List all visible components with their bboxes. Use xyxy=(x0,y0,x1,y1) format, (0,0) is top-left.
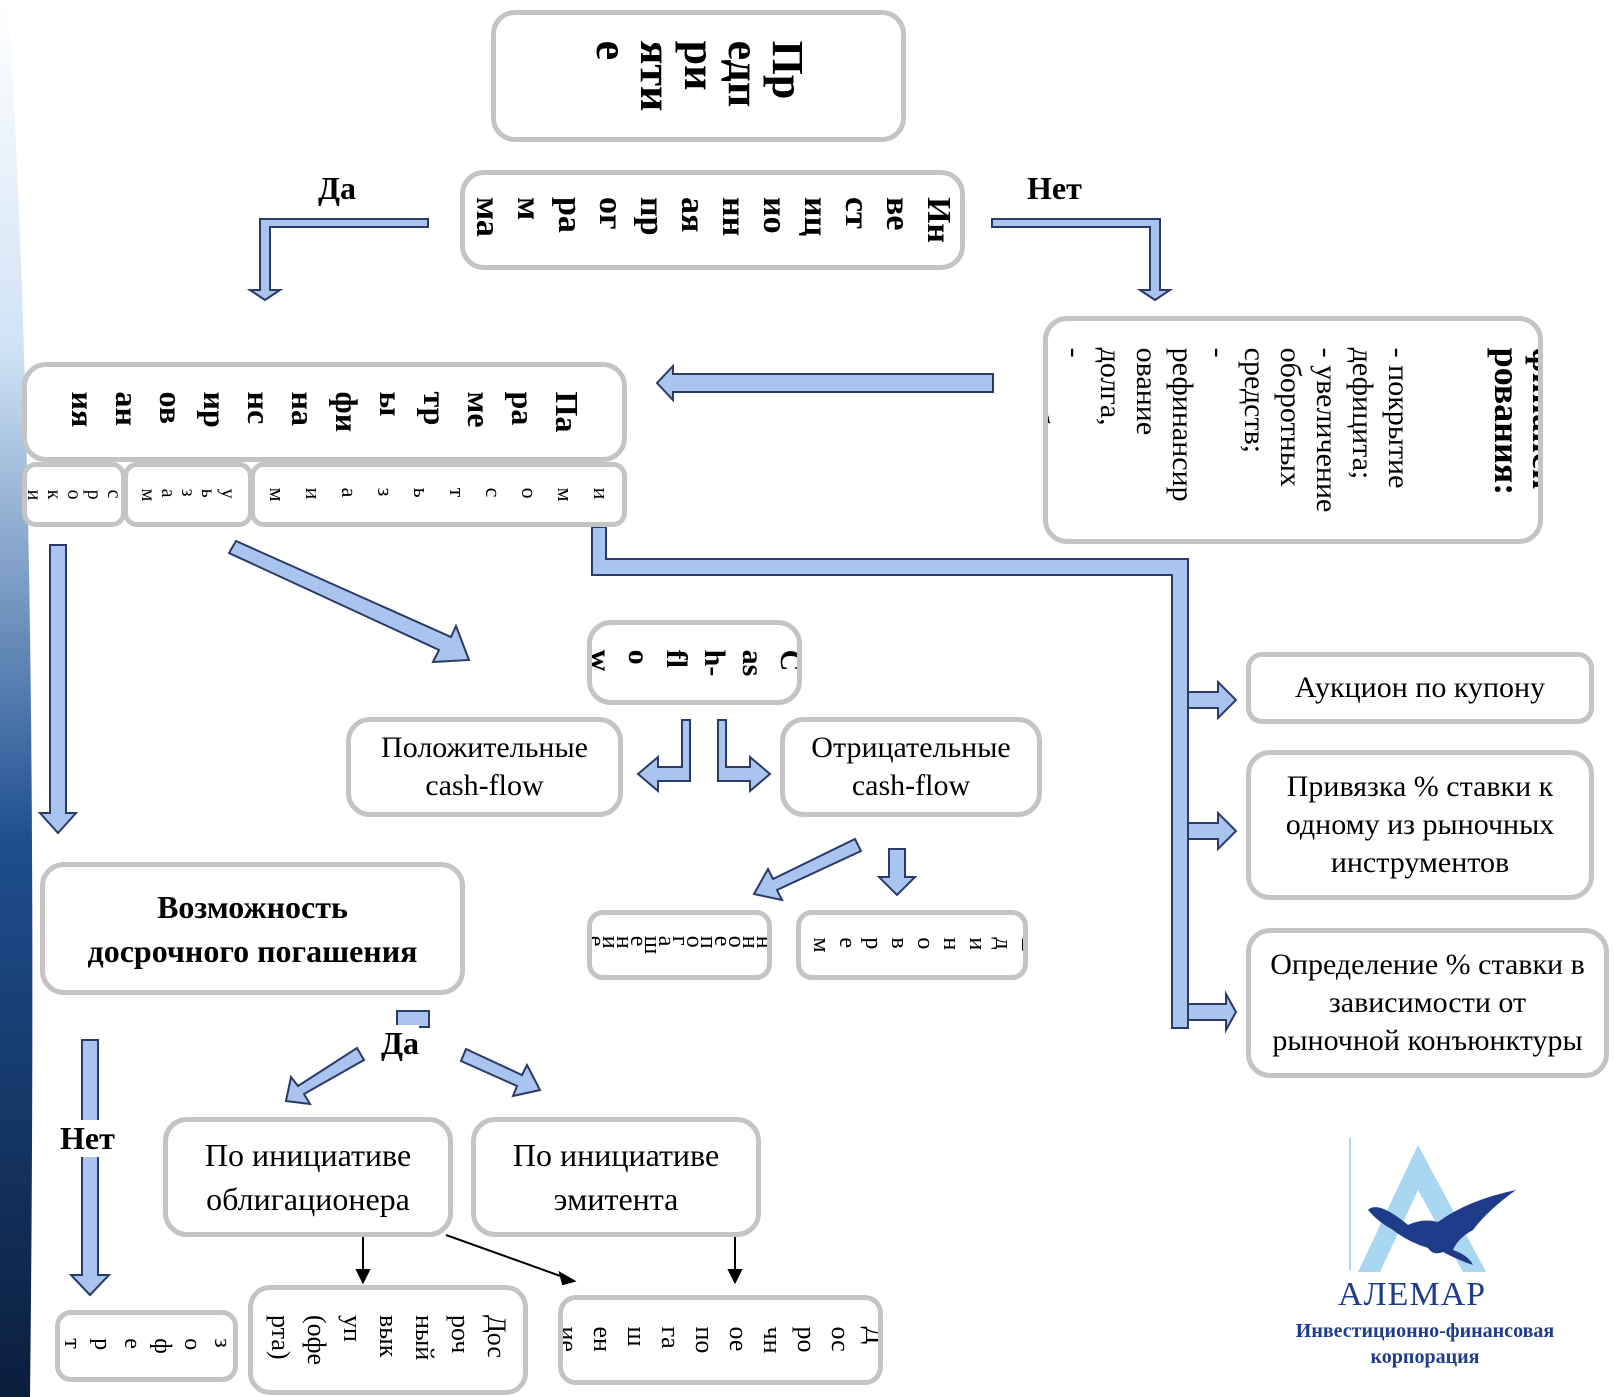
background-stripe xyxy=(0,0,33,1397)
node-rate-definition-text: Определение % ставки в зависимости от ры… xyxy=(1270,948,1585,1057)
node-enterprise-text: Пр едп ри яти е xyxy=(586,40,812,112)
label-no-left: Нет xyxy=(60,1120,115,1157)
logo-brand: АЛЕМАР xyxy=(1338,1276,1487,1313)
arrow-params-to-early xyxy=(37,544,79,835)
eagle-icon xyxy=(1368,1190,1516,1265)
node-param-left-text: с р о к и xyxy=(23,489,125,500)
node-early-repayment: Д ос ро чн ое по га ш ен ие xyxy=(558,1295,883,1385)
connector-params-to-rates xyxy=(591,526,1189,1029)
arrow-yes-to-params xyxy=(246,218,429,302)
node-financing-goals-content: Цели финанси рования: - покрытие дефицит… xyxy=(1043,347,1543,513)
node-enterprise: Пр едп ри яти е xyxy=(491,10,906,142)
node-param-cost-text: С т о и м о с т ь з а и м с т в xyxy=(264,487,614,502)
node-auction: Аукцион по купону xyxy=(1246,652,1594,724)
arrow-goals-to-params xyxy=(655,363,994,403)
node-cash-flow: С as h- fl o w xyxy=(587,620,802,705)
node-uniform: Е д и н о в р е м е xyxy=(796,910,1028,980)
connector-early-to-yes xyxy=(396,1010,430,1028)
node-financing-goals: Цели финанси рования: - покрытие дефицит… xyxy=(1043,316,1543,544)
node-investment-program-text: Ин ве ст иц ио нн ая пр ог ра м ма xyxy=(468,196,957,244)
node-uniform-text: Е д и н о в р е м е xyxy=(801,937,1023,953)
node-param-left: с р о к и xyxy=(22,462,126,527)
node-holder-initiative: По инициативе облигационера xyxy=(163,1117,453,1237)
node-cash-flow-text: С as h- fl o w xyxy=(592,649,797,676)
arrow-to-rate-definition xyxy=(1187,990,1238,1034)
node-positive-cash-flow-text: Положительные cash-flow xyxy=(381,731,588,802)
arrow-negative-to-annuity xyxy=(752,837,863,902)
logo-tagline: Инвестиционно-финансовая корпорация xyxy=(1295,1320,1555,1368)
node-issuer-initiative: По инициативе эмитента xyxy=(471,1117,761,1237)
node-offer: з о ф е р т xyxy=(55,1310,238,1382)
node-offer-text: з о ф е р т xyxy=(58,1338,235,1354)
node-positive-cash-flow: Положительные cash-flow xyxy=(346,717,623,817)
financing-goals-items: - покрытие дефицита; - увеличение оборот… xyxy=(1043,347,1415,513)
arrow-yes-to-issuer xyxy=(459,1047,542,1098)
node-param-mid-text: у ь з а м xyxy=(137,488,239,501)
node-early-redemption-text: Возможность досрочного погашения xyxy=(87,888,418,969)
arrow-to-negative xyxy=(717,719,772,794)
financing-goals-overflow xyxy=(985,342,1045,502)
label-no-top: Нет xyxy=(1027,170,1082,206)
node-early-redemption: Возможность досрочного погашения xyxy=(40,862,465,995)
node-rate-binding-text: Привязка % ставки к одному из рыночных и… xyxy=(1285,770,1555,879)
arrow-no-to-goals xyxy=(991,218,1174,302)
node-param-mid: у ь з а м xyxy=(123,462,253,527)
arrow-to-positive xyxy=(636,719,691,794)
node-investment-program: Ин ве ст иц ио нн ая пр ог ра м ма xyxy=(460,170,965,270)
arrow-negative-to-uniform xyxy=(876,848,918,897)
node-early-buyback-text: Дос роч ный вык уп (офе рта) xyxy=(266,1314,511,1366)
node-rate-definition: Определение % ставки в зависимости от ры… xyxy=(1246,928,1609,1078)
node-early-buyback: Дос роч ный вык уп (офе рта) xyxy=(248,1285,528,1395)
node-auction-text: Аукцион по купону xyxy=(1294,671,1546,704)
node-annuity: н н о е п о г а ш е н и е xyxy=(587,910,772,980)
node-early-repayment-text: Д ос ро чн ое по га ш ен ие xyxy=(558,1326,878,1354)
node-param-cost: С т о и м о с т ь з а и м с т в xyxy=(250,462,627,527)
arrow-yes-to-holder xyxy=(284,1046,366,1106)
financing-goals-title: Цели финанси рования: xyxy=(1487,347,1543,496)
node-issuer-initiative-text: По инициативе эмитента xyxy=(512,1137,720,1217)
node-rate-binding: Привязка % ставки к одному из рыночных и… xyxy=(1246,750,1594,900)
node-financing-params: Па ра ме тр ы фи на нс ир ов ан ия xyxy=(22,362,627,462)
node-negative-cash-flow: Отрицательные cash-flow xyxy=(780,717,1042,817)
label-yes-top: Да xyxy=(318,170,357,206)
node-annuity-text: н н о е п о г а ш е н и е xyxy=(592,935,767,955)
node-negative-cash-flow-text: Отрицательные cash-flow xyxy=(811,731,1011,802)
arrow-no-to-offer xyxy=(68,1039,112,1297)
arrow-to-rate-binding xyxy=(1187,810,1238,852)
arrow-to-auction xyxy=(1187,679,1238,721)
label-yes-mid: Да xyxy=(381,1025,420,1062)
arrow-params-to-cashflow xyxy=(227,539,471,664)
alemar-logo xyxy=(1349,1138,1516,1272)
node-financing-params-text: Па ра ме тр ы фи на нс ир ов ан ия xyxy=(64,391,585,433)
node-holder-initiative-text: По инициативе облигационера xyxy=(204,1137,412,1217)
